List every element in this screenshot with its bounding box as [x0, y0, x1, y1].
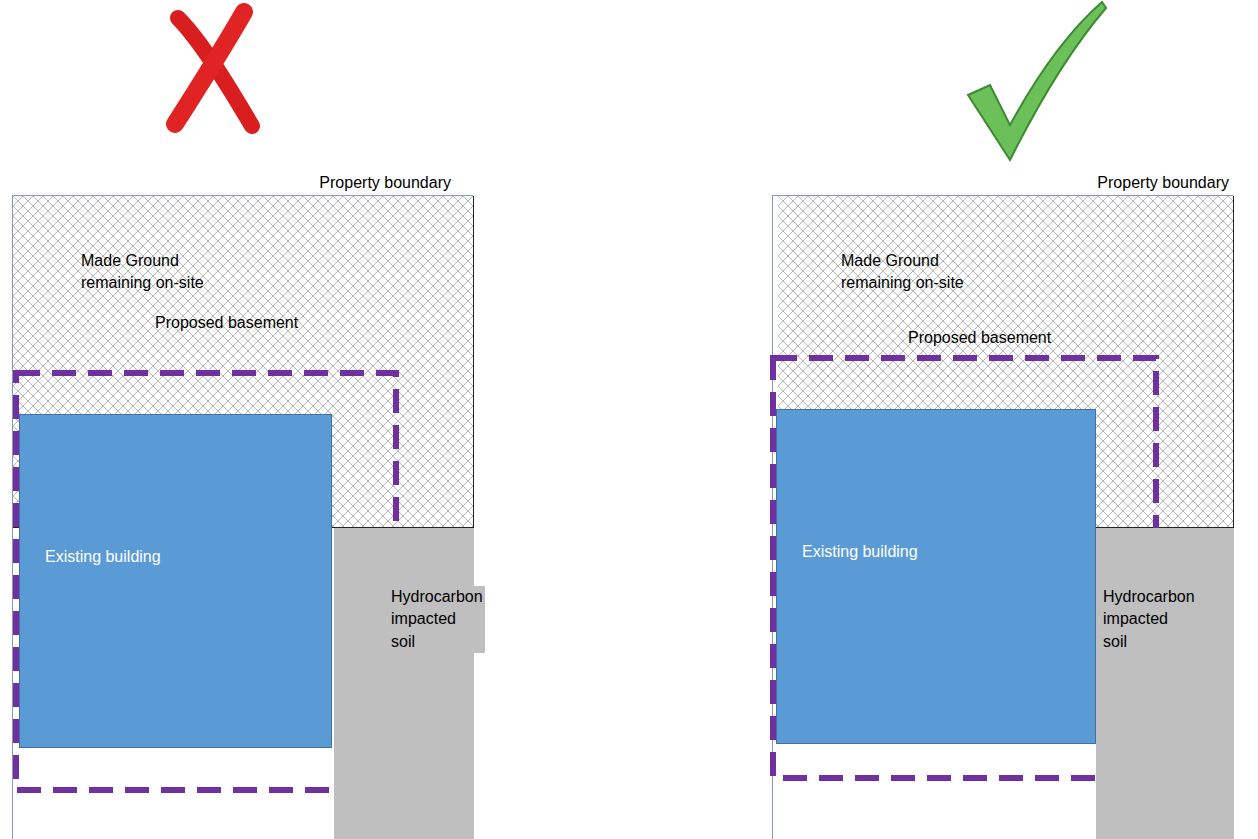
area-label: Made Ground remaining on-site [841, 250, 991, 295]
impacted-soil-area: Hydrocarbon impacted soil [334, 528, 474, 839]
area-label: Existing building [45, 546, 161, 568]
area-label: Existing building [802, 541, 918, 563]
green-tick [968, 2, 1106, 160]
existing-building: Existing building [776, 409, 1096, 744]
property-boundary: Property boundaryMade Ground remaining o… [772, 195, 1233, 839]
area-label: Proposed basement [908, 327, 1051, 349]
boundary-label: Property boundary [1097, 172, 1229, 194]
red-cross [175, 12, 244, 124]
area-label: Proposed basement [155, 312, 298, 334]
boundary-label: Property boundary [319, 172, 451, 194]
property-boundary: Property boundaryMade Ground remaining o… [12, 195, 473, 839]
area-label: Hydrocarbon impacted soil [389, 586, 485, 653]
area-label: Made Ground remaining on-site [81, 250, 231, 295]
area-label: Hydrocarbon impacted soil [1101, 586, 1197, 653]
existing-building: Existing building [19, 414, 332, 748]
impacted-soil-area: Hydrocarbon impacted soil [1096, 528, 1234, 839]
